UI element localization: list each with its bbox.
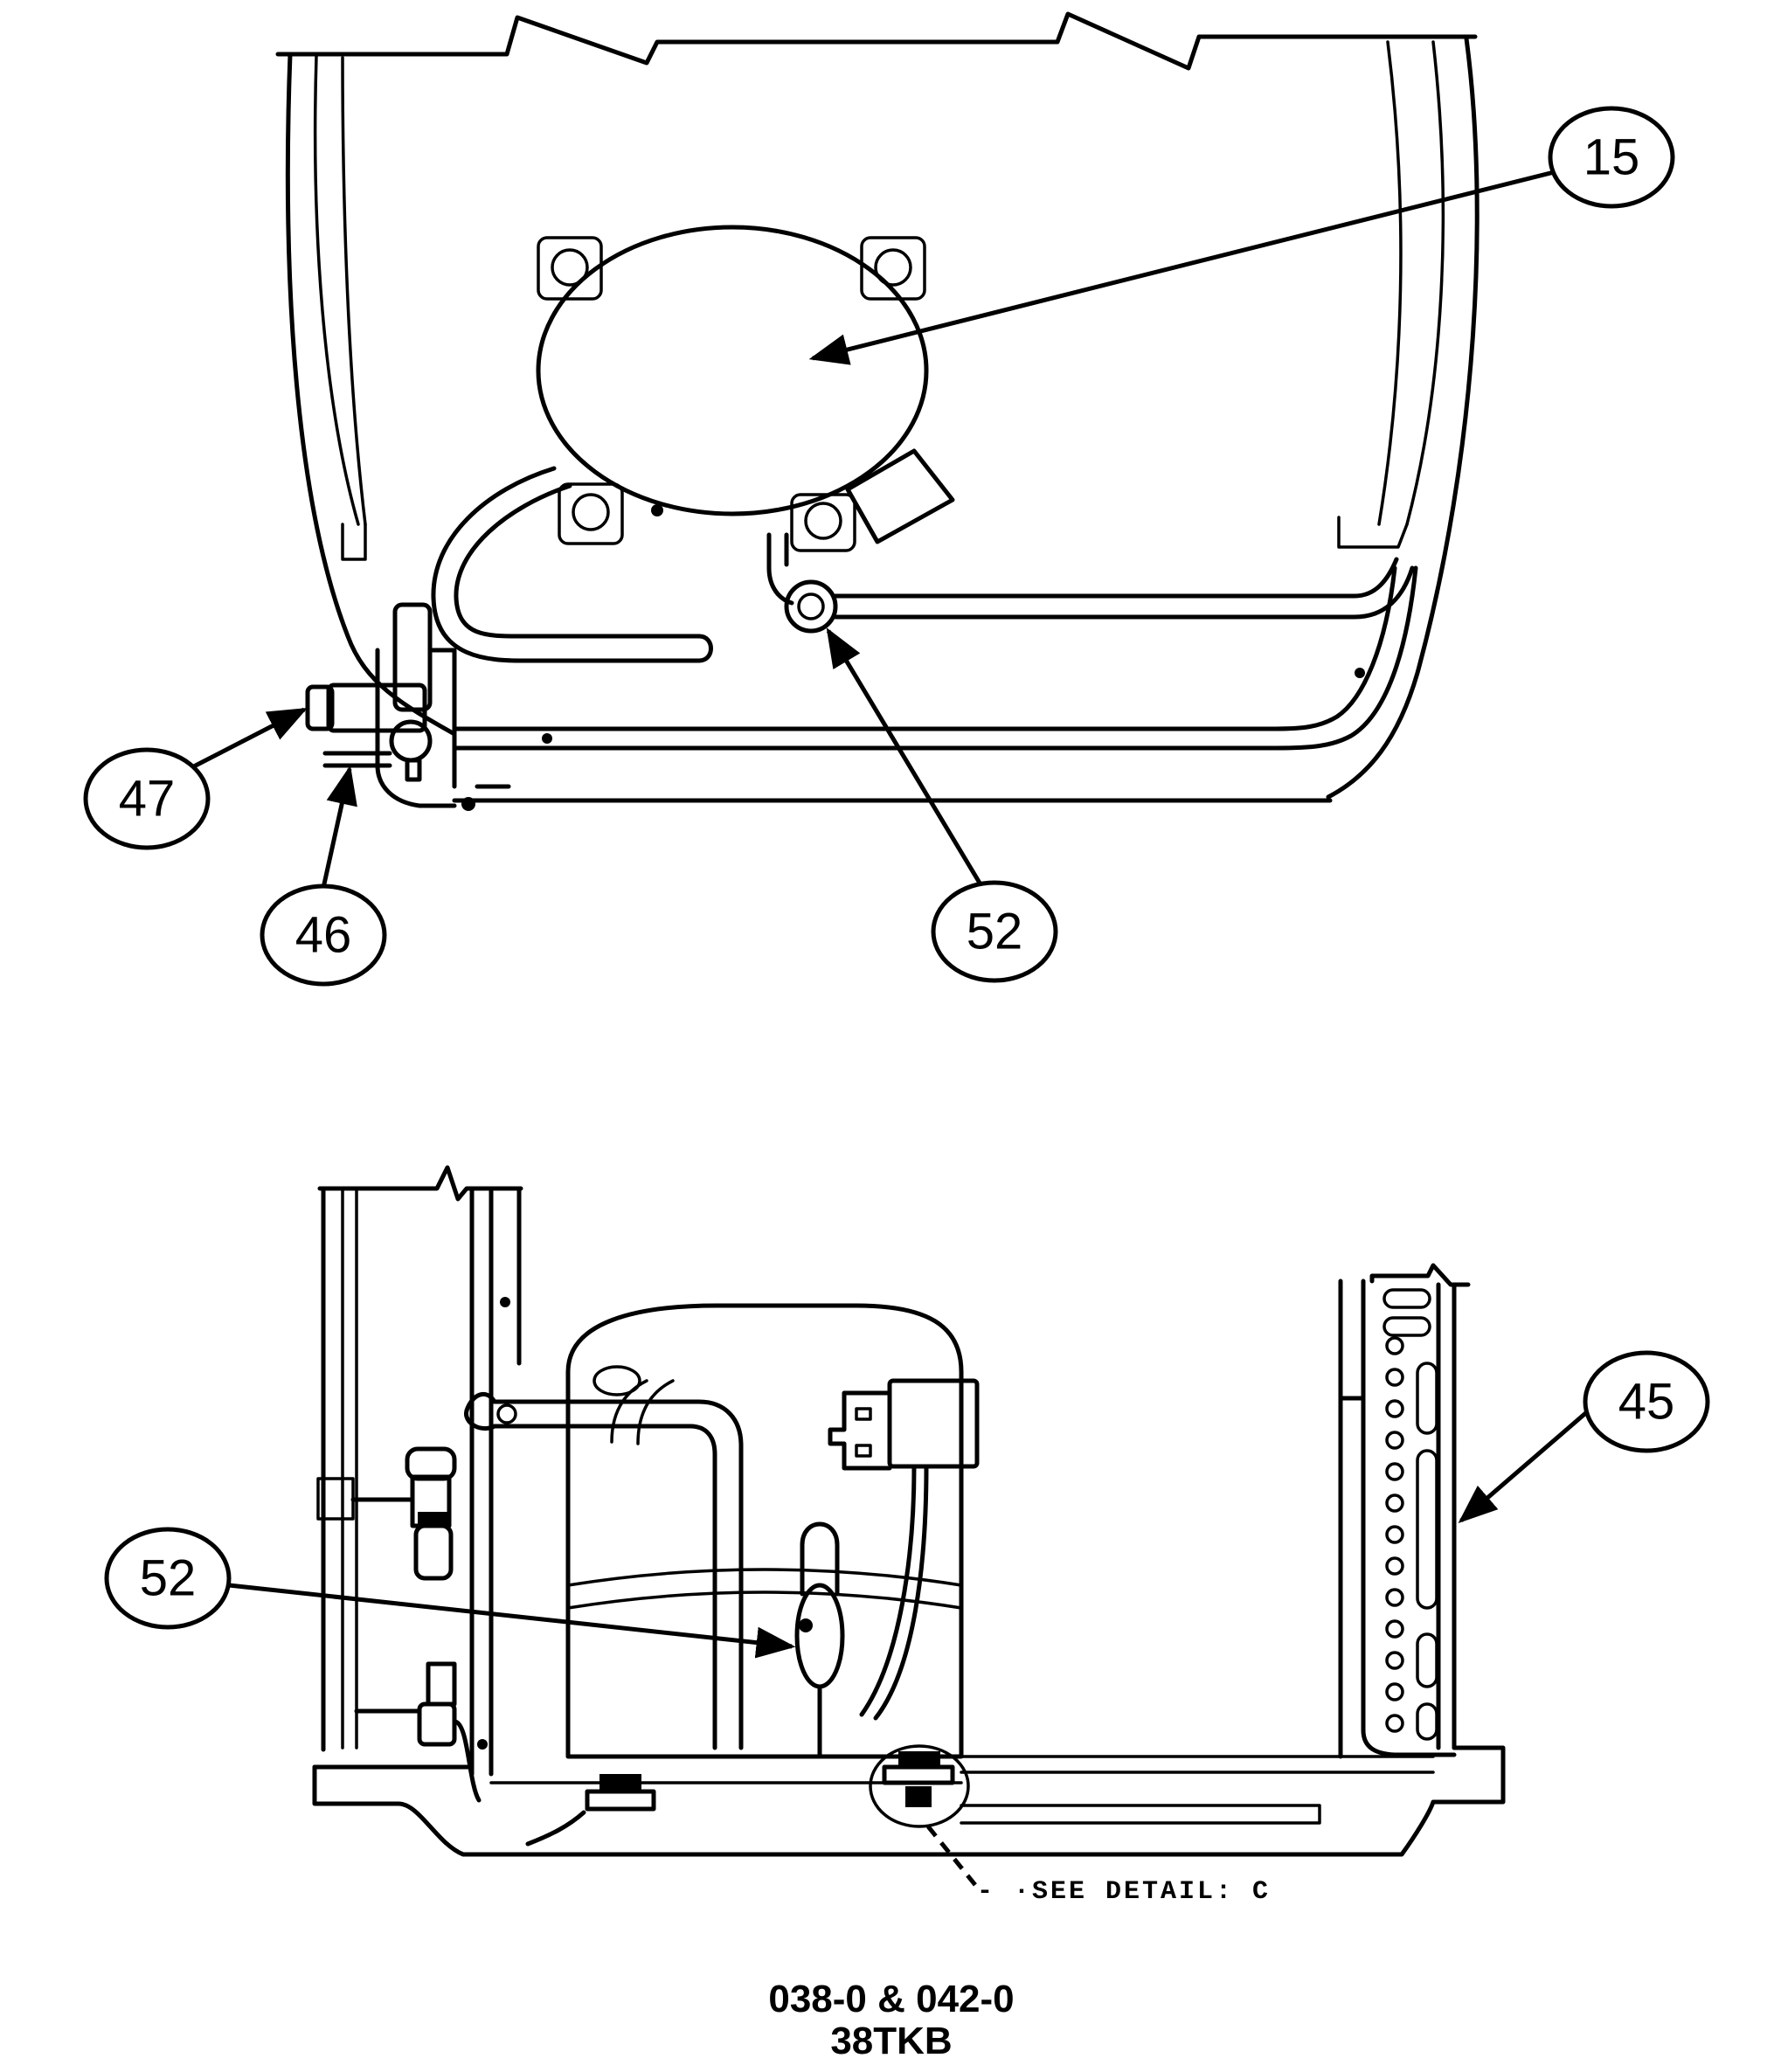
callout-15-label: 15 (1583, 129, 1640, 186)
callout-47-label: 47 (119, 771, 176, 828)
compressor-mount-feet (537, 236, 926, 552)
model-line-2: 38TKB (830, 2020, 952, 2062)
top-left-outer-wall (285, 52, 457, 737)
top-left-inner-wall-2 (341, 56, 367, 526)
suction-tube (454, 483, 702, 639)
callout-47: 47 (83, 707, 308, 850)
callout-52-top-label: 52 (967, 904, 1023, 960)
connector-loop (784, 579, 838, 634)
detail-leader (926, 1825, 981, 1891)
callout-46-label: 46 (295, 907, 352, 964)
model-line-1: 038-0 & 042-0 (768, 1978, 1014, 2020)
callout-15: 15 (808, 106, 1675, 365)
compressor-body (536, 225, 929, 516)
callout-45: 45 (1458, 1350, 1710, 1523)
top-break-line (275, 11, 1478, 71)
callout-45-label: 45 (1618, 1374, 1675, 1431)
callout-52-top: 52 (826, 627, 1058, 983)
bottom-view (312, 1165, 1506, 1857)
mount-grommets (525, 1744, 970, 1847)
bottom-terminal-box (887, 1378, 980, 1469)
suction-tube-inner (431, 466, 702, 663)
top-right-inner-wall (1405, 40, 1445, 526)
top-left-inner-wall (313, 54, 360, 526)
top-right-outer-wall (1326, 36, 1479, 800)
see-detail-note: - ·SEE DETAIL: C (977, 1877, 1271, 1907)
service-valve-assembly (305, 602, 511, 811)
top-left-bracket (341, 523, 367, 561)
compressor-terminal-box (845, 448, 955, 544)
bottom-compressor-body (565, 1303, 964, 1759)
callout-46: 46 (260, 765, 387, 987)
callout-52-bottom: 52 (104, 1527, 796, 1659)
bottom-base-pan (312, 1745, 1506, 1857)
top-right-bracket (1337, 516, 1409, 549)
bottom-suction-tube (492, 1399, 744, 1750)
discharge-line-right (833, 557, 1399, 599)
bottom-coil (1338, 1263, 1471, 1759)
bottom-break-line (317, 1165, 523, 1202)
liquid-line (452, 565, 1397, 731)
top-right-inner-wall-2 (1377, 40, 1403, 526)
callout-52-bottom-label: 52 (140, 1550, 197, 1607)
top-view (275, 11, 1479, 811)
